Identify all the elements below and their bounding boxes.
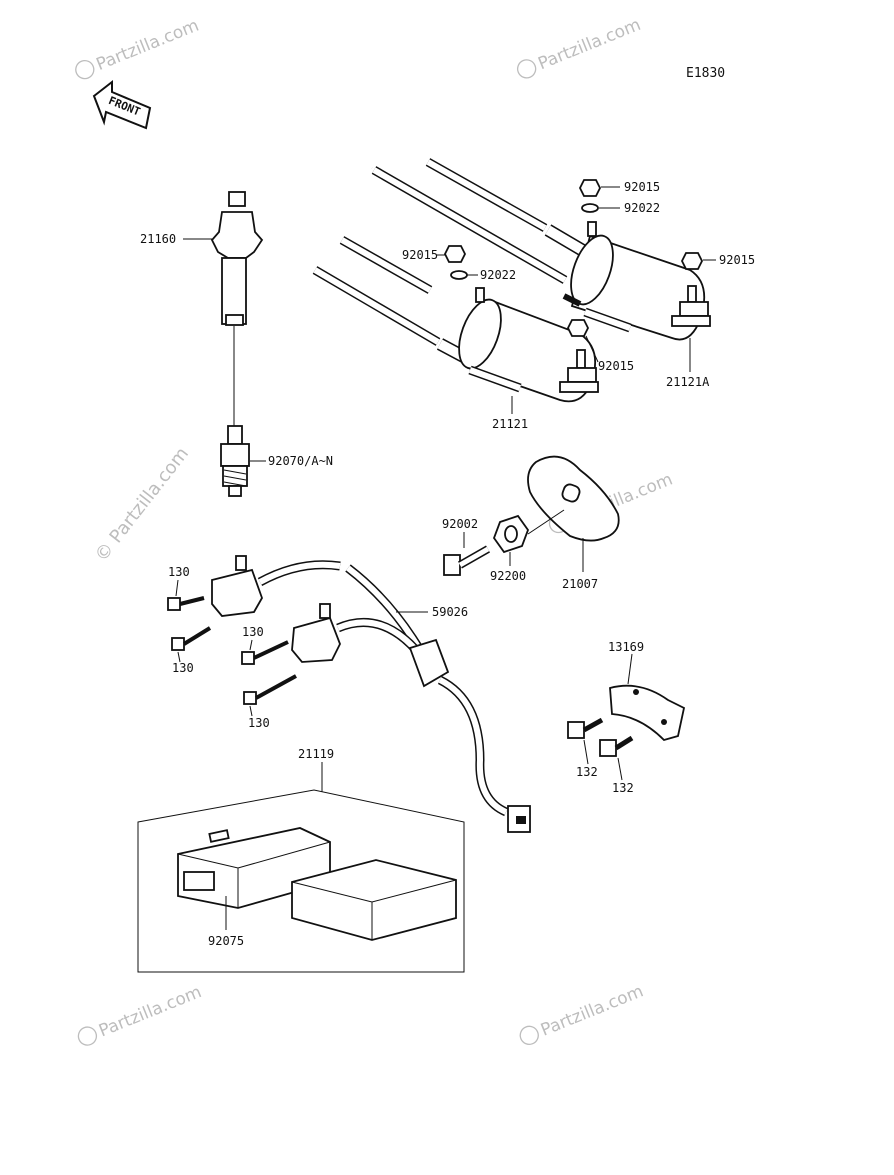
callout-130-c: 130 xyxy=(242,625,264,639)
watermark-text: Partzilla.com xyxy=(535,15,643,74)
ignition-coil-rear xyxy=(425,158,711,341)
callout-92015-d: 92015 xyxy=(719,253,755,267)
washer-92022-b xyxy=(450,270,468,280)
callout-21119: 21119 xyxy=(298,747,334,761)
callout-21160: 21160 xyxy=(140,232,176,246)
screws-130 xyxy=(167,596,297,705)
timing-rotor xyxy=(527,455,620,542)
callout-130-b: 130 xyxy=(172,661,194,675)
callout-92015-a: 92015 xyxy=(624,180,660,194)
callout-92075: 92075 xyxy=(208,934,244,948)
callout-132-a: 132 xyxy=(576,765,598,779)
watermark-top-left: Partzilla.com xyxy=(75,16,202,80)
watermark-text: Partzilla.com xyxy=(538,981,646,1040)
callout-92002: 92002 xyxy=(442,517,478,531)
copyright-watermark: © Partzilla.com xyxy=(91,443,193,565)
callout-59026: 59026 xyxy=(432,605,468,619)
bolt-92002 xyxy=(443,545,490,576)
ignition-coil-front xyxy=(312,236,599,403)
watermark-top-right: Partzilla.com xyxy=(516,15,644,79)
bracket-13169 xyxy=(609,684,686,742)
nut-92015-c xyxy=(566,319,590,337)
igniter-kit-box xyxy=(137,789,465,973)
callout-92070: 92070/A~N xyxy=(268,454,333,468)
callout-21007: 21007 xyxy=(562,577,598,591)
spark-plug xyxy=(220,425,250,497)
bolts-132 xyxy=(567,717,634,757)
callout-21121: 21121 xyxy=(492,417,528,431)
watermark-text: Partzilla.com xyxy=(96,982,204,1041)
callout-92200: 92200 xyxy=(490,569,526,583)
watermark-text: Partzilla.com xyxy=(93,16,201,75)
spark-plug-cap-lead xyxy=(210,112,568,326)
callout-130-d: 130 xyxy=(248,716,270,730)
ic-igniter xyxy=(177,827,457,941)
callout-92022-a: 92022 xyxy=(624,201,660,215)
svg-text:© Partzilla.com: © Partzilla.com xyxy=(91,443,193,565)
callout-92015-b: 92015 xyxy=(402,248,438,262)
callout-132-b: 132 xyxy=(612,781,634,795)
callout-13169: 13169 xyxy=(608,640,644,654)
nut-92015-d xyxy=(680,252,704,270)
watermark-bottom-right: Partzilla.com xyxy=(519,981,646,1046)
callout-130-a: 130 xyxy=(168,565,190,579)
callout-92015-c: 92015 xyxy=(598,359,634,373)
pickup-coil-harness xyxy=(211,555,531,833)
diagram-code: E1830 xyxy=(686,66,725,81)
washer-92022-a xyxy=(581,203,599,213)
watermark-bottom-left: Partzilla.com xyxy=(77,982,204,1046)
callout-21121A: 21121A xyxy=(666,375,710,389)
front-arrow: FRONT xyxy=(92,79,152,130)
nut-92015-a xyxy=(578,179,602,197)
nut-92015-b xyxy=(443,245,467,263)
callout-92022-b: 92022 xyxy=(480,268,516,282)
